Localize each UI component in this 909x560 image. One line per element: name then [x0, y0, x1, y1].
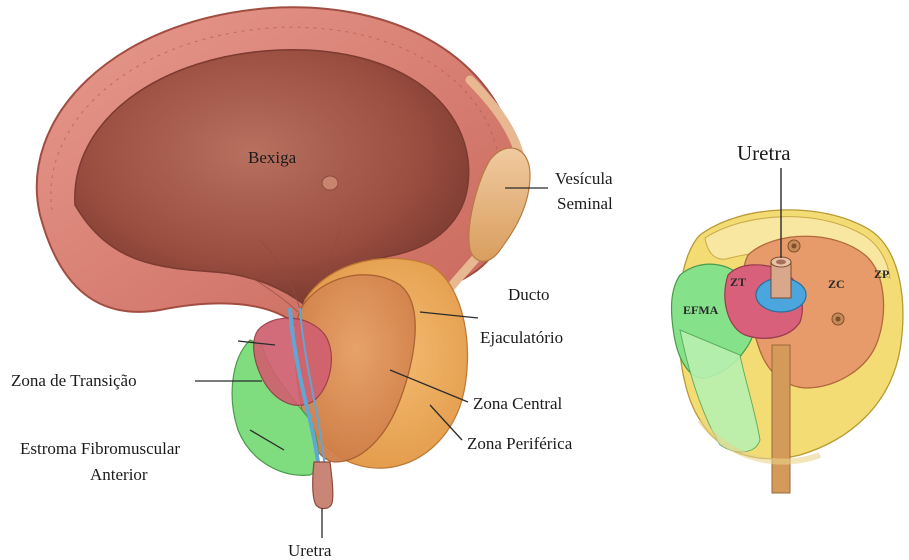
label-zc: ZC: [828, 277, 845, 291]
label-uretra-right: Uretra: [737, 141, 791, 165]
label-vesicula-line1: Vesícula: [555, 169, 613, 188]
sagittal-prostate-diagram: Bexiga Vesícula Seminal Ducto Ejaculatór…: [11, 7, 613, 560]
label-uretra-left: Uretra: [288, 541, 332, 560]
label-efma: EFMA: [683, 303, 719, 317]
label-zona-periferica: Zona Periférica: [467, 434, 573, 453]
label-ducto-line2: Ejaculatório: [480, 328, 563, 347]
label-ducto-line1: Ducto: [508, 285, 550, 304]
label-zona-central: Zona Central: [473, 394, 562, 413]
label-bexiga: Bexiga: [248, 148, 297, 167]
label-zt: ZT: [730, 275, 746, 289]
label-estroma-line1: Estroma Fibromuscular: [20, 439, 180, 458]
label-zona-transicao: Zona de Transição: [11, 371, 137, 390]
ureteric-orifice: [322, 176, 338, 190]
cross-section-prostate-diagram: Uretra ZT ZC ZP EFMA: [672, 141, 903, 493]
urethra-stub: [313, 462, 333, 509]
label-zp: ZP: [874, 267, 889, 281]
label-estroma-line2: Anterior: [90, 465, 148, 484]
label-vesicula-line2: Seminal: [557, 194, 613, 213]
